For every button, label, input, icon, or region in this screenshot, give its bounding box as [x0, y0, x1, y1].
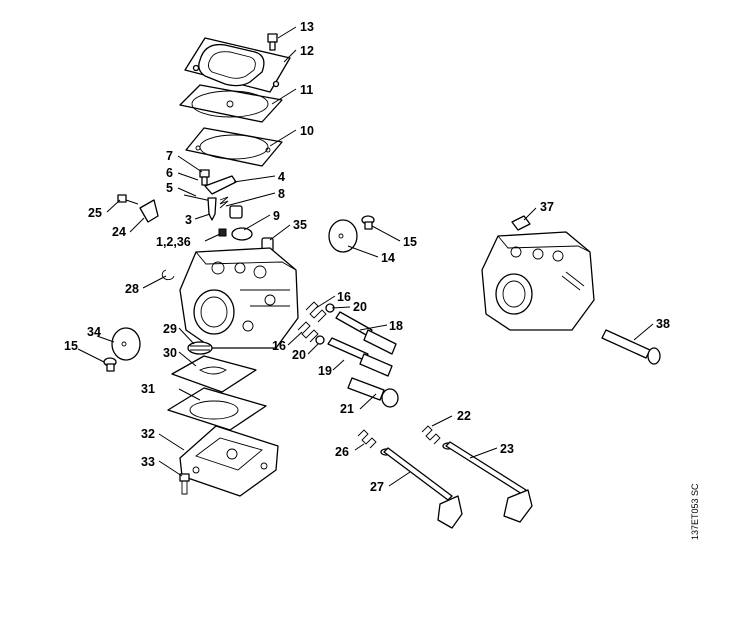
callout-9: 9	[273, 209, 280, 223]
part-35-disc	[231, 227, 253, 241]
callout-37: 37	[540, 200, 554, 214]
callout-21: 21	[340, 402, 354, 416]
part-27-choke-shaft	[380, 447, 463, 529]
callout-29: 29	[163, 322, 177, 336]
part-33-screw	[179, 473, 190, 495]
callout-14: 14	[381, 251, 395, 265]
part-14-throttle-disc	[328, 219, 358, 253]
callout-3: 3	[185, 213, 192, 227]
callout-35: 35	[293, 218, 307, 232]
callout-28: 28	[125, 282, 139, 296]
part-13-screw	[267, 33, 278, 51]
callout-11: 11	[300, 83, 313, 97]
part-15-screw-lower	[103, 357, 117, 372]
part-38-limiter-screw	[601, 329, 661, 365]
callout-16-lower: 16	[272, 339, 286, 353]
part-34-throttle-disc	[111, 327, 141, 361]
callout-22: 22	[457, 409, 471, 423]
part-18-adjusting-screw	[335, 311, 397, 355]
part-15-screw-upper	[361, 215, 375, 230]
callout-4: 4	[278, 170, 285, 184]
callout-20-lower: 20	[292, 348, 306, 362]
callout-8: 8	[278, 187, 285, 201]
callout-38: 38	[656, 317, 670, 331]
part-30-gasket	[171, 355, 257, 393]
callout-16-upper: 16	[337, 290, 351, 304]
part-1-2-36-jet	[218, 228, 227, 237]
part-3-inlet-needle	[207, 197, 217, 221]
part-28-ring	[161, 269, 175, 281]
callout-19: 19	[318, 364, 332, 378]
part-8-spring	[219, 196, 229, 209]
part-22-spring	[421, 425, 441, 445]
callout-33: 33	[141, 455, 155, 469]
part-37-plug	[511, 215, 531, 231]
part-29-strainer	[187, 341, 213, 355]
part-32-end-cover	[179, 425, 279, 497]
callout-26: 26	[335, 445, 349, 459]
part-26-spring	[357, 429, 377, 449]
document-reference: 137ET053 SC	[690, 483, 700, 540]
part-16-spring-lower	[297, 321, 319, 343]
callout-18: 18	[389, 319, 403, 333]
part-20-washer-lower	[315, 335, 325, 345]
leader-lines	[77, 26, 654, 487]
callout-15-lower: 15	[64, 339, 78, 353]
part-21-limiter-cap	[347, 377, 399, 408]
callout-32: 32	[141, 427, 155, 441]
callout-20-upper: 20	[353, 300, 367, 314]
part-23-throttle-shaft	[442, 441, 533, 523]
carburetor-body-main	[179, 247, 299, 349]
part-4-control-lever	[204, 175, 237, 195]
callouts: 13 12 11 10 7 6 5 4 8 3 9 35 25 24 1,2,3…	[64, 20, 670, 494]
part-24-bracket	[139, 199, 159, 223]
callout-30: 30	[163, 346, 177, 360]
part-10-gasket	[185, 127, 283, 167]
callout-15-upper: 15	[403, 235, 417, 249]
part-25-screw	[117, 194, 139, 205]
part-11-pump-diaphragm	[179, 84, 283, 123]
callout-12: 12	[300, 44, 314, 58]
callout-31: 31	[141, 382, 155, 396]
callout-5: 5	[166, 181, 173, 195]
part-19-adjusting-screw	[327, 337, 393, 377]
part-7-screw	[199, 169, 210, 186]
carburetor-body-assembled	[481, 231, 595, 331]
part-9-plug	[229, 205, 243, 219]
callout-7: 7	[166, 149, 173, 163]
callout-1-2-36: 1,2,36	[156, 235, 191, 249]
callout-27: 27	[370, 480, 384, 494]
part-12-pump-cover	[184, 37, 291, 93]
part-31-metering-diaphragm	[167, 387, 267, 431]
callout-6: 6	[166, 166, 173, 180]
callout-23: 23	[500, 442, 514, 456]
part-16-spring-upper	[305, 301, 327, 323]
callout-10: 10	[300, 124, 314, 138]
callout-24: 24	[112, 225, 126, 239]
callout-34: 34	[87, 325, 101, 339]
callout-13: 13	[300, 20, 314, 34]
callout-25: 25	[88, 206, 102, 220]
